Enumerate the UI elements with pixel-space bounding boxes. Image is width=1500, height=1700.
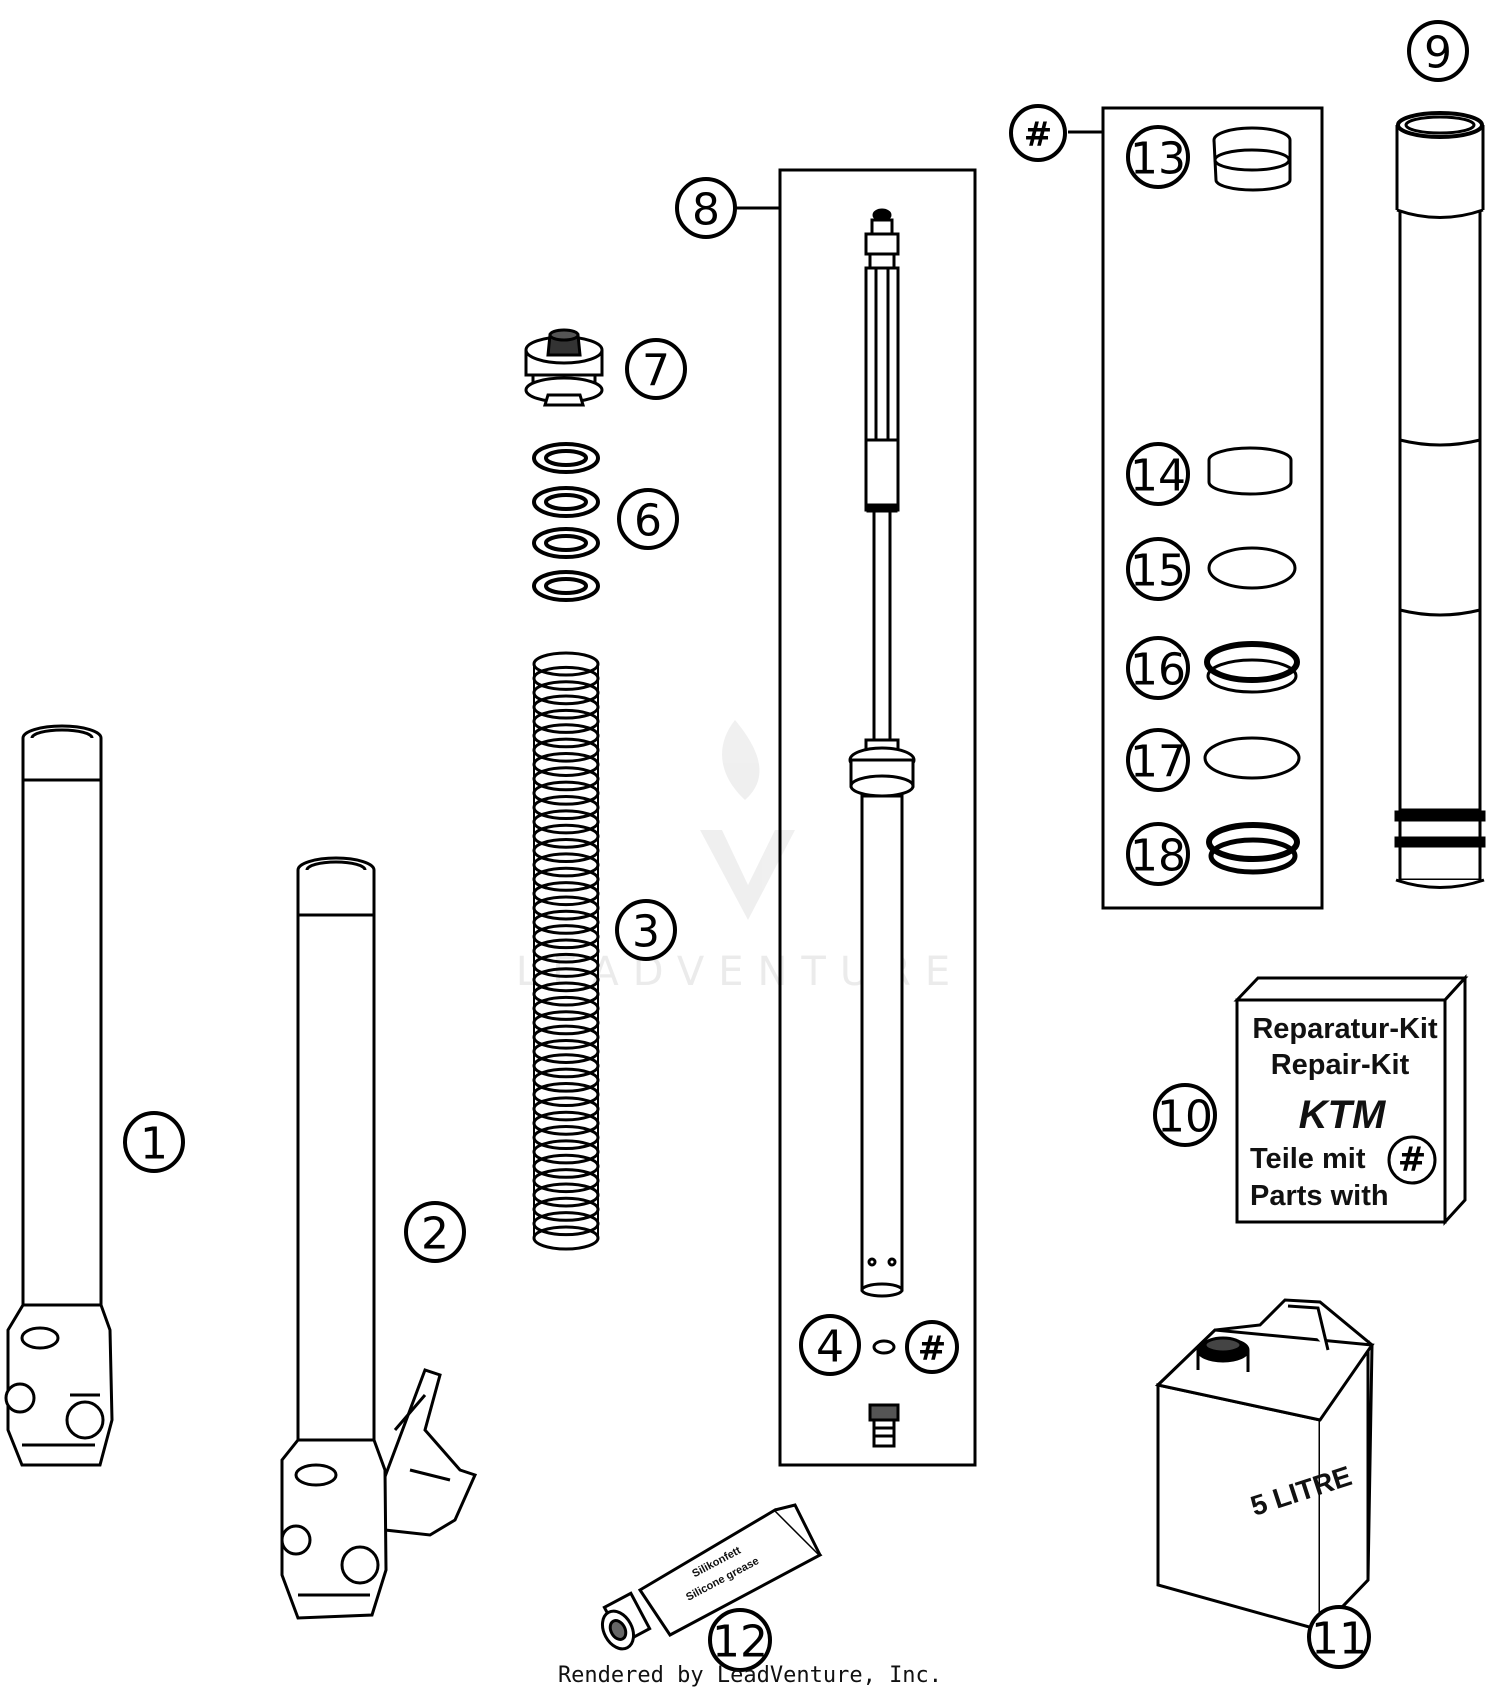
repair-kit-line1: Reparatur-Kit <box>1252 1013 1438 1045</box>
fork-leg-2 <box>280 856 478 1620</box>
cartridge-kit-8 <box>778 168 977 1467</box>
svg-text:1: 1 <box>140 1119 168 1170</box>
callout-17: 17 <box>1126 728 1190 792</box>
spring-3 <box>532 651 600 1251</box>
callout-18: 18 <box>1126 822 1190 886</box>
callout-14: 14 <box>1126 442 1190 506</box>
callout-15: 15 <box>1126 537 1190 601</box>
callouts: 1 2 3 4 # 6 7 8 9 10 11 12 # 13 14 15 16… <box>123 20 1469 1672</box>
svg-text:#: # <box>918 1329 947 1369</box>
svg-text:12: 12 <box>712 1617 768 1668</box>
seal-18 <box>1206 822 1300 875</box>
svg-text:9: 9 <box>1424 28 1452 79</box>
svg-text:6: 6 <box>634 496 662 547</box>
brand-logo: KTM <box>1299 1093 1387 1137</box>
svg-text:4: 4 <box>816 1322 844 1373</box>
svg-text:17: 17 <box>1130 737 1186 788</box>
svg-text:8: 8 <box>692 185 720 236</box>
svg-text:10: 10 <box>1157 1092 1213 1143</box>
callout-9: 9 <box>1407 20 1469 82</box>
repair-kit-hash: # <box>1398 1140 1427 1180</box>
repair-kit-line4: Parts with <box>1250 1180 1389 1212</box>
screw-cap-7 <box>524 328 604 407</box>
bushing-13 <box>1212 126 1292 192</box>
callout-12: 12 <box>708 1608 772 1672</box>
svg-text:16: 16 <box>1130 645 1186 696</box>
callout-2: 2 <box>404 1201 466 1263</box>
fork-leg-1 <box>4 724 114 1467</box>
outer-tube-9 <box>1394 111 1486 1125</box>
svg-text:15: 15 <box>1130 546 1186 597</box>
callout-3: 3 <box>615 899 677 961</box>
repair-kit-line3: Teile mit <box>1250 1143 1366 1175</box>
ring-15 <box>1207 546 1297 590</box>
oil-can-11: 5 LITRE <box>1154 1298 1375 1633</box>
render-credit: Rendered by LeadVenture, Inc. <box>557 1663 943 1688</box>
svg-text:2: 2 <box>421 1209 449 1260</box>
grease-tube-12: Silikonfett Silicone grease <box>600 1503 823 1651</box>
seal-kit-box <box>1068 106 1324 910</box>
callout-4: 4 <box>799 1314 861 1376</box>
callout-kit-hash: # <box>1009 104 1067 162</box>
callout-4-hash: # <box>905 1320 959 1374</box>
callout-13: 13 <box>1126 125 1190 189</box>
repair-kit-10: Reparatur-Kit Repair-Kit KTM Teile mit P… <box>1233 974 1469 1226</box>
ring-17 <box>1203 736 1301 780</box>
repair-kit-line2: Repair-Kit <box>1271 1049 1410 1081</box>
svg-text:11: 11 <box>1311 1614 1367 1665</box>
callout-7: 7 <box>625 338 687 400</box>
callout-1: 1 <box>123 1111 185 1173</box>
svg-text:#: # <box>1024 115 1053 155</box>
svg-text:7: 7 <box>642 346 670 397</box>
svg-text:13: 13 <box>1130 134 1186 185</box>
svg-text:18: 18 <box>1130 831 1186 882</box>
callout-8: 8 <box>675 177 737 239</box>
callout-6: 6 <box>617 488 679 550</box>
bushing-14 <box>1207 446 1293 496</box>
callout-11: 11 <box>1307 1605 1371 1669</box>
callout-10: 10 <box>1153 1083 1217 1147</box>
seal-16 <box>1204 641 1300 694</box>
washers-6 <box>532 442 600 602</box>
svg-text:3: 3 <box>632 907 660 958</box>
callout-16: 16 <box>1126 636 1190 700</box>
svg-text:14: 14 <box>1130 451 1186 502</box>
